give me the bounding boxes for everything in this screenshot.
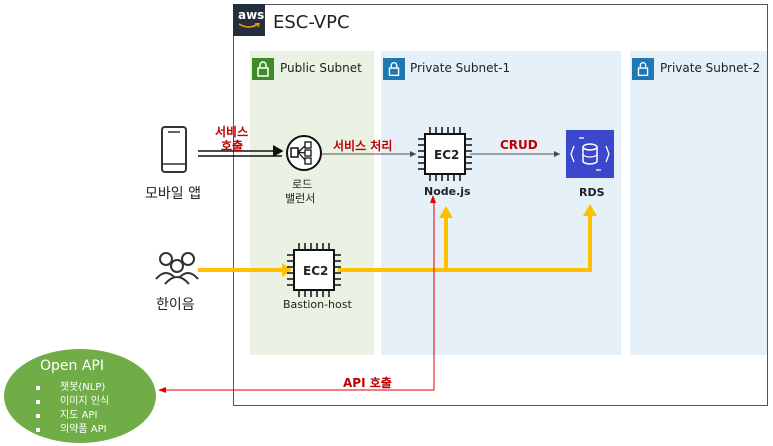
ec2-bastion-chip-text: EC2 <box>303 264 329 278</box>
api-call-line <box>160 200 435 391</box>
aws-logo-text: aws <box>238 8 265 22</box>
open-api-ellipse <box>4 349 156 443</box>
crud-label: CRUD <box>500 138 538 152</box>
lock-icon <box>383 58 405 80</box>
public-subnet-area <box>250 51 374 355</box>
bastion-to-ec2-arrow <box>338 216 448 272</box>
people-label: 한이음 <box>156 297 195 313</box>
node-js-label: Node.js <box>424 185 471 198</box>
service-call-label-1: 서비스 <box>215 125 249 139</box>
list-item: 이미지 인식 <box>36 395 109 409</box>
load-balancer-label-1: 로드 <box>292 178 313 191</box>
bastion-host-label: Bastion-host <box>283 298 352 311</box>
list-item: 의약품 API <box>36 423 109 437</box>
aws-smile-icon <box>238 23 260 28</box>
open-api-title: Open API <box>40 358 104 374</box>
list-item: 지도 API <box>36 409 109 423</box>
aws-logo-icon: aws <box>233 4 265 36</box>
private-subnet-1-label: Private Subnet-1 <box>410 61 511 75</box>
load-balancer-label-2: 밸런서 <box>285 192 316 205</box>
open-api-list: 챗봇(NLP) 이미지 인식 지도 API 의약품 API <box>36 381 109 437</box>
service-process-label: 서비스 처리 <box>333 139 393 153</box>
api-call-label: API 호출 <box>343 376 392 390</box>
vpc-title: ESC-VPC <box>273 12 350 33</box>
lock-icon <box>632 58 654 80</box>
lock-icon <box>252 58 274 80</box>
people-icon <box>155 252 199 285</box>
list-item: 챗봇(NLP) <box>36 381 109 395</box>
private-subnet-1-area <box>381 51 621 355</box>
service-call-label-2: 호출 <box>221 139 244 153</box>
load-balancer-icon <box>286 135 322 171</box>
smartphone-icon <box>161 126 187 173</box>
rds-label: RDS <box>579 186 605 199</box>
private-subnet-2-label: Private Subnet-2 <box>660 61 761 75</box>
ec2-chip-icon <box>287 243 341 297</box>
public-subnet-label: Public Subnet <box>280 61 362 75</box>
ec2-node-chip-text: EC2 <box>434 148 460 162</box>
private-subnet-2-area <box>630 51 767 355</box>
rds-database-icon <box>566 130 614 178</box>
mobile-app-label: 모바일 앱 <box>145 186 201 202</box>
bastion-to-rds-arrow <box>446 214 592 272</box>
ec2-chip-icon <box>418 127 472 181</box>
